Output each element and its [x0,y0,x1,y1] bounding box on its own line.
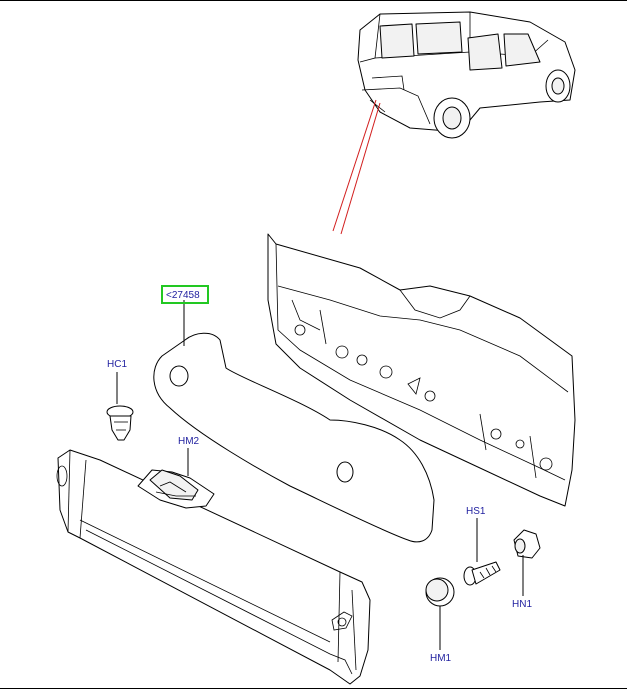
plug-hm1 [425,577,455,607]
vehicle-illustration [357,11,576,139]
leader-lines [116,300,524,650]
clip-hc1 [106,405,134,441]
frame-top-rule [0,0,627,1]
vehicle-link-lines [332,99,381,235]
bracket-hm2 [137,469,215,509]
callout-screw[interactable]: HS1 [466,506,486,517]
frame-bottom-rule [0,688,627,689]
callout-highlight-box [161,285,209,304]
trim-panel [56,449,371,685]
nut-hn1 [513,529,541,559]
callout-clip[interactable]: HC1 [107,359,127,370]
callout-plug[interactable]: HM1 [430,653,452,664]
callout-bracket[interactable]: HM2 [178,436,200,447]
screw-hs1 [463,561,501,586]
insulation-pad [153,332,435,543]
callout-main-panel[interactable]: <27458 [166,290,200,301]
tailgate-inner-panel [267,233,576,507]
callout-nut[interactable]: HN1 [512,599,532,610]
